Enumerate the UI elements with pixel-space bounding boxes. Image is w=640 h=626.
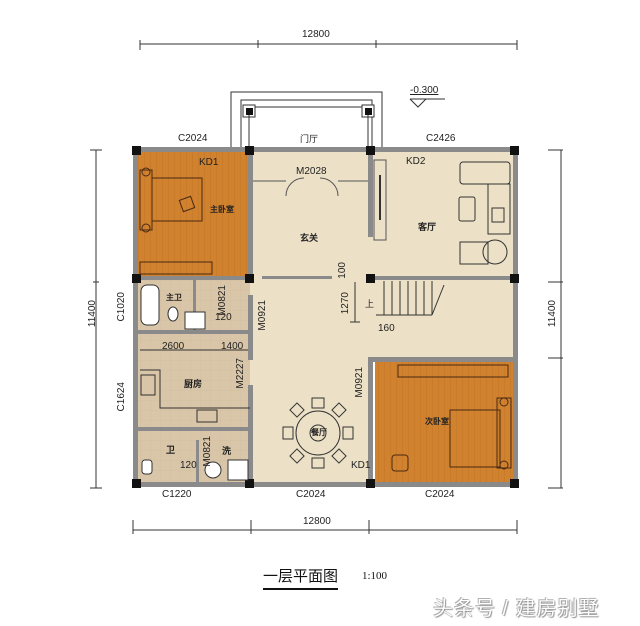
room-master-bath: 主卫 [166, 293, 182, 302]
room-wash: 洗 [222, 446, 232, 456]
room-second-bedroom: 次卧室 [425, 417, 449, 426]
stair-up-label: 上 [365, 299, 375, 309]
dim-wash-gap: 120 [180, 460, 197, 471]
porch [230, 91, 383, 153]
window-top-right: C2426 [426, 133, 456, 144]
plan-title: 一层平面图 [263, 565, 339, 590]
right-dimension-label: 11400 [547, 300, 558, 328]
dim-stair-gap: 160 [378, 323, 395, 334]
dim-kitchen-b: 1400 [221, 341, 244, 352]
room-porch: 门厅 [300, 134, 319, 144]
master-bedroom-floor [136, 150, 250, 278]
bottom-dimension-label: 12800 [303, 516, 331, 527]
plan-scale: 1:100 [362, 570, 388, 582]
room-living: 客厅 [418, 222, 437, 232]
left-dimension-label: 11400 [87, 300, 98, 328]
dim-bath-gap: 120 [215, 312, 232, 323]
window-left-upper: C1020 [116, 292, 127, 322]
top-dimension-label: 12800 [302, 29, 330, 40]
door-kd1-bottom: KD1 [351, 460, 371, 471]
room-guest-bath: 卫 [166, 445, 176, 455]
door-master-bath: M0821 [217, 285, 228, 316]
dim-step-gap: 100 [337, 262, 348, 279]
door-hall: M0921 [257, 300, 268, 331]
elevation-label: -0.300 [410, 85, 439, 96]
dim-kitchen-a: 2600 [162, 341, 185, 352]
elevation-mark [409, 98, 445, 108]
watermark: 头条号 / 建房别墅 [433, 598, 600, 620]
room-dining: 餐厅 [311, 428, 327, 437]
dim-stair-depth: 1270 [340, 292, 351, 315]
room-foyer: 玄关 [300, 233, 319, 243]
room-master-bedroom: 主卧室 [210, 205, 234, 214]
room-kitchen: 厨房 [184, 379, 203, 389]
door-guest-bath: M0821 [202, 436, 213, 467]
door-entry: M2028 [296, 166, 327, 177]
door-second-bed: M0921 [354, 367, 365, 398]
door-kd1-top: KD1 [199, 157, 219, 168]
top-dimension [139, 40, 518, 50]
window-bottom-mid: C2024 [296, 489, 326, 500]
window-top-left: C2024 [178, 133, 208, 144]
window-bottom-left: C1220 [162, 489, 192, 500]
door-kd2: KD2 [406, 156, 426, 167]
window-bottom-right: C2024 [425, 489, 455, 500]
dining-table [282, 397, 354, 469]
door-kitchen: M2227 [235, 358, 246, 389]
window-left-lower: C1624 [116, 382, 127, 412]
